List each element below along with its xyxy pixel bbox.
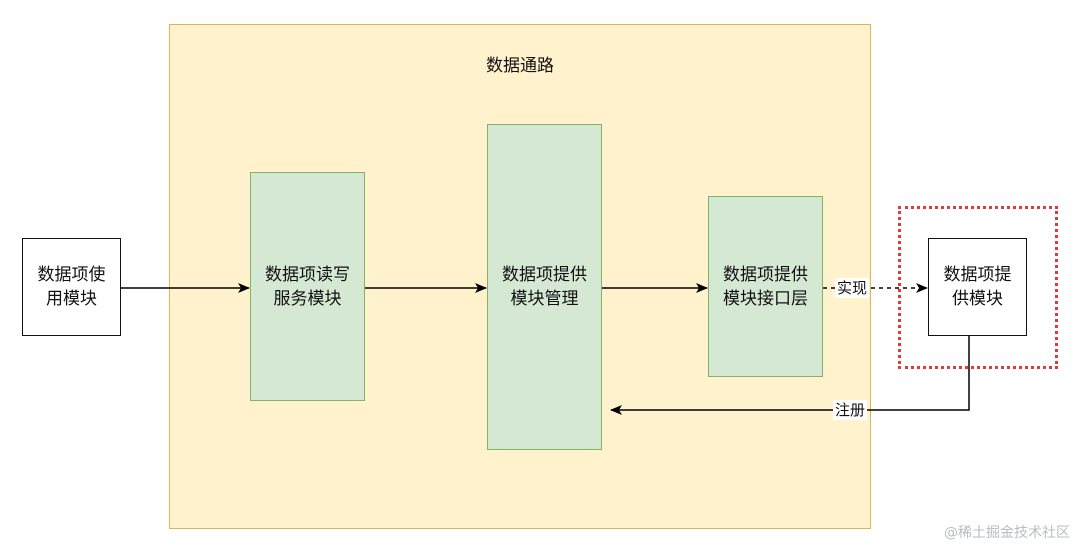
node-provider-module: 数据项提供模块 [928,238,1027,336]
node-user-module-label: 数据项使用模块 [37,265,106,309]
edge-label-implements: 实现 [835,278,870,298]
arrow-registers [610,336,970,415]
node-provider-interface: 数据项提供模块接口层 [708,196,823,377]
selection-highlight [898,206,1058,369]
node-provider-manager: 数据项提供模块管理 [487,124,602,450]
container-title: 数据通路 [486,56,554,76]
node-provider-manager-label: 数据项提供模块管理 [502,265,587,309]
node-user-module: 数据项使用模块 [22,238,121,336]
edge-label-registers: 注册 [833,400,868,420]
watermark: @稀土掘金技术社区 [944,525,1070,541]
node-provider-interface-label: 数据项提供模块接口层 [723,264,808,309]
node-rw-service: 数据项读写服务模块 [250,172,365,401]
node-provider-module-label: 数据项提供模块 [943,265,1012,309]
node-rw-service-label: 数据项读写服务模块 [265,264,350,309]
